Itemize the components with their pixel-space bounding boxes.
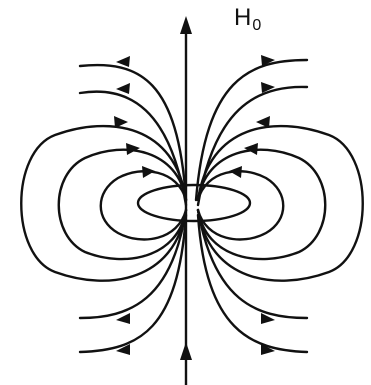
arrowhead-lower-left-inner bbox=[116, 313, 130, 324]
arrowhead-left-loop-medium bbox=[126, 143, 140, 155]
arrowhead-upper-left-inner bbox=[116, 83, 130, 94]
field-line-left-loop-large bbox=[20, 124, 188, 282]
arrowhead-right-loop-large bbox=[256, 116, 270, 128]
field-line-lower-left-outer bbox=[78, 213, 188, 354]
field-line-lower-right-inner bbox=[196, 208, 309, 320]
arrowhead-lower-right-inner bbox=[261, 313, 275, 324]
field-line-upper-left-outer bbox=[78, 63, 188, 202]
arrowhead-upper-right-outer bbox=[261, 55, 275, 66]
h0-label-subscript: 0 bbox=[252, 17, 262, 34]
field-line-lower-right-outer bbox=[196, 213, 309, 354]
arrowhead-left-loop-large bbox=[114, 116, 128, 128]
field-line-left-loop-small bbox=[99, 170, 188, 241]
arrowhead-right-loop-medium bbox=[244, 143, 258, 155]
arrowhead-lower-left-outer bbox=[116, 344, 130, 355]
arrowhead-upper-right-inner bbox=[261, 82, 275, 93]
arrowhead-lower-right-outer bbox=[261, 344, 275, 355]
h0-label: H0 bbox=[234, 4, 261, 34]
arrowhead-left-loop-small bbox=[142, 166, 155, 178]
h0-label-main: H bbox=[234, 4, 252, 31]
field-line-left-loop-medium bbox=[57, 148, 188, 261]
current-loop bbox=[136, 183, 252, 223]
field-line-right-loop-small bbox=[196, 170, 285, 241]
arrowhead-right-loop-small bbox=[229, 166, 242, 178]
field-line-right-loop-large bbox=[196, 124, 364, 282]
field-line-right-loop-medium bbox=[196, 148, 327, 261]
arrowhead-upper-left-outer bbox=[116, 56, 130, 67]
field-line-upper-right-outer bbox=[194, 58, 309, 202]
h0-axis-top-arrowhead bbox=[180, 16, 192, 34]
field-line-lower-left-inner bbox=[78, 208, 188, 320]
h0-axis-bottom-arrowhead bbox=[180, 342, 192, 360]
